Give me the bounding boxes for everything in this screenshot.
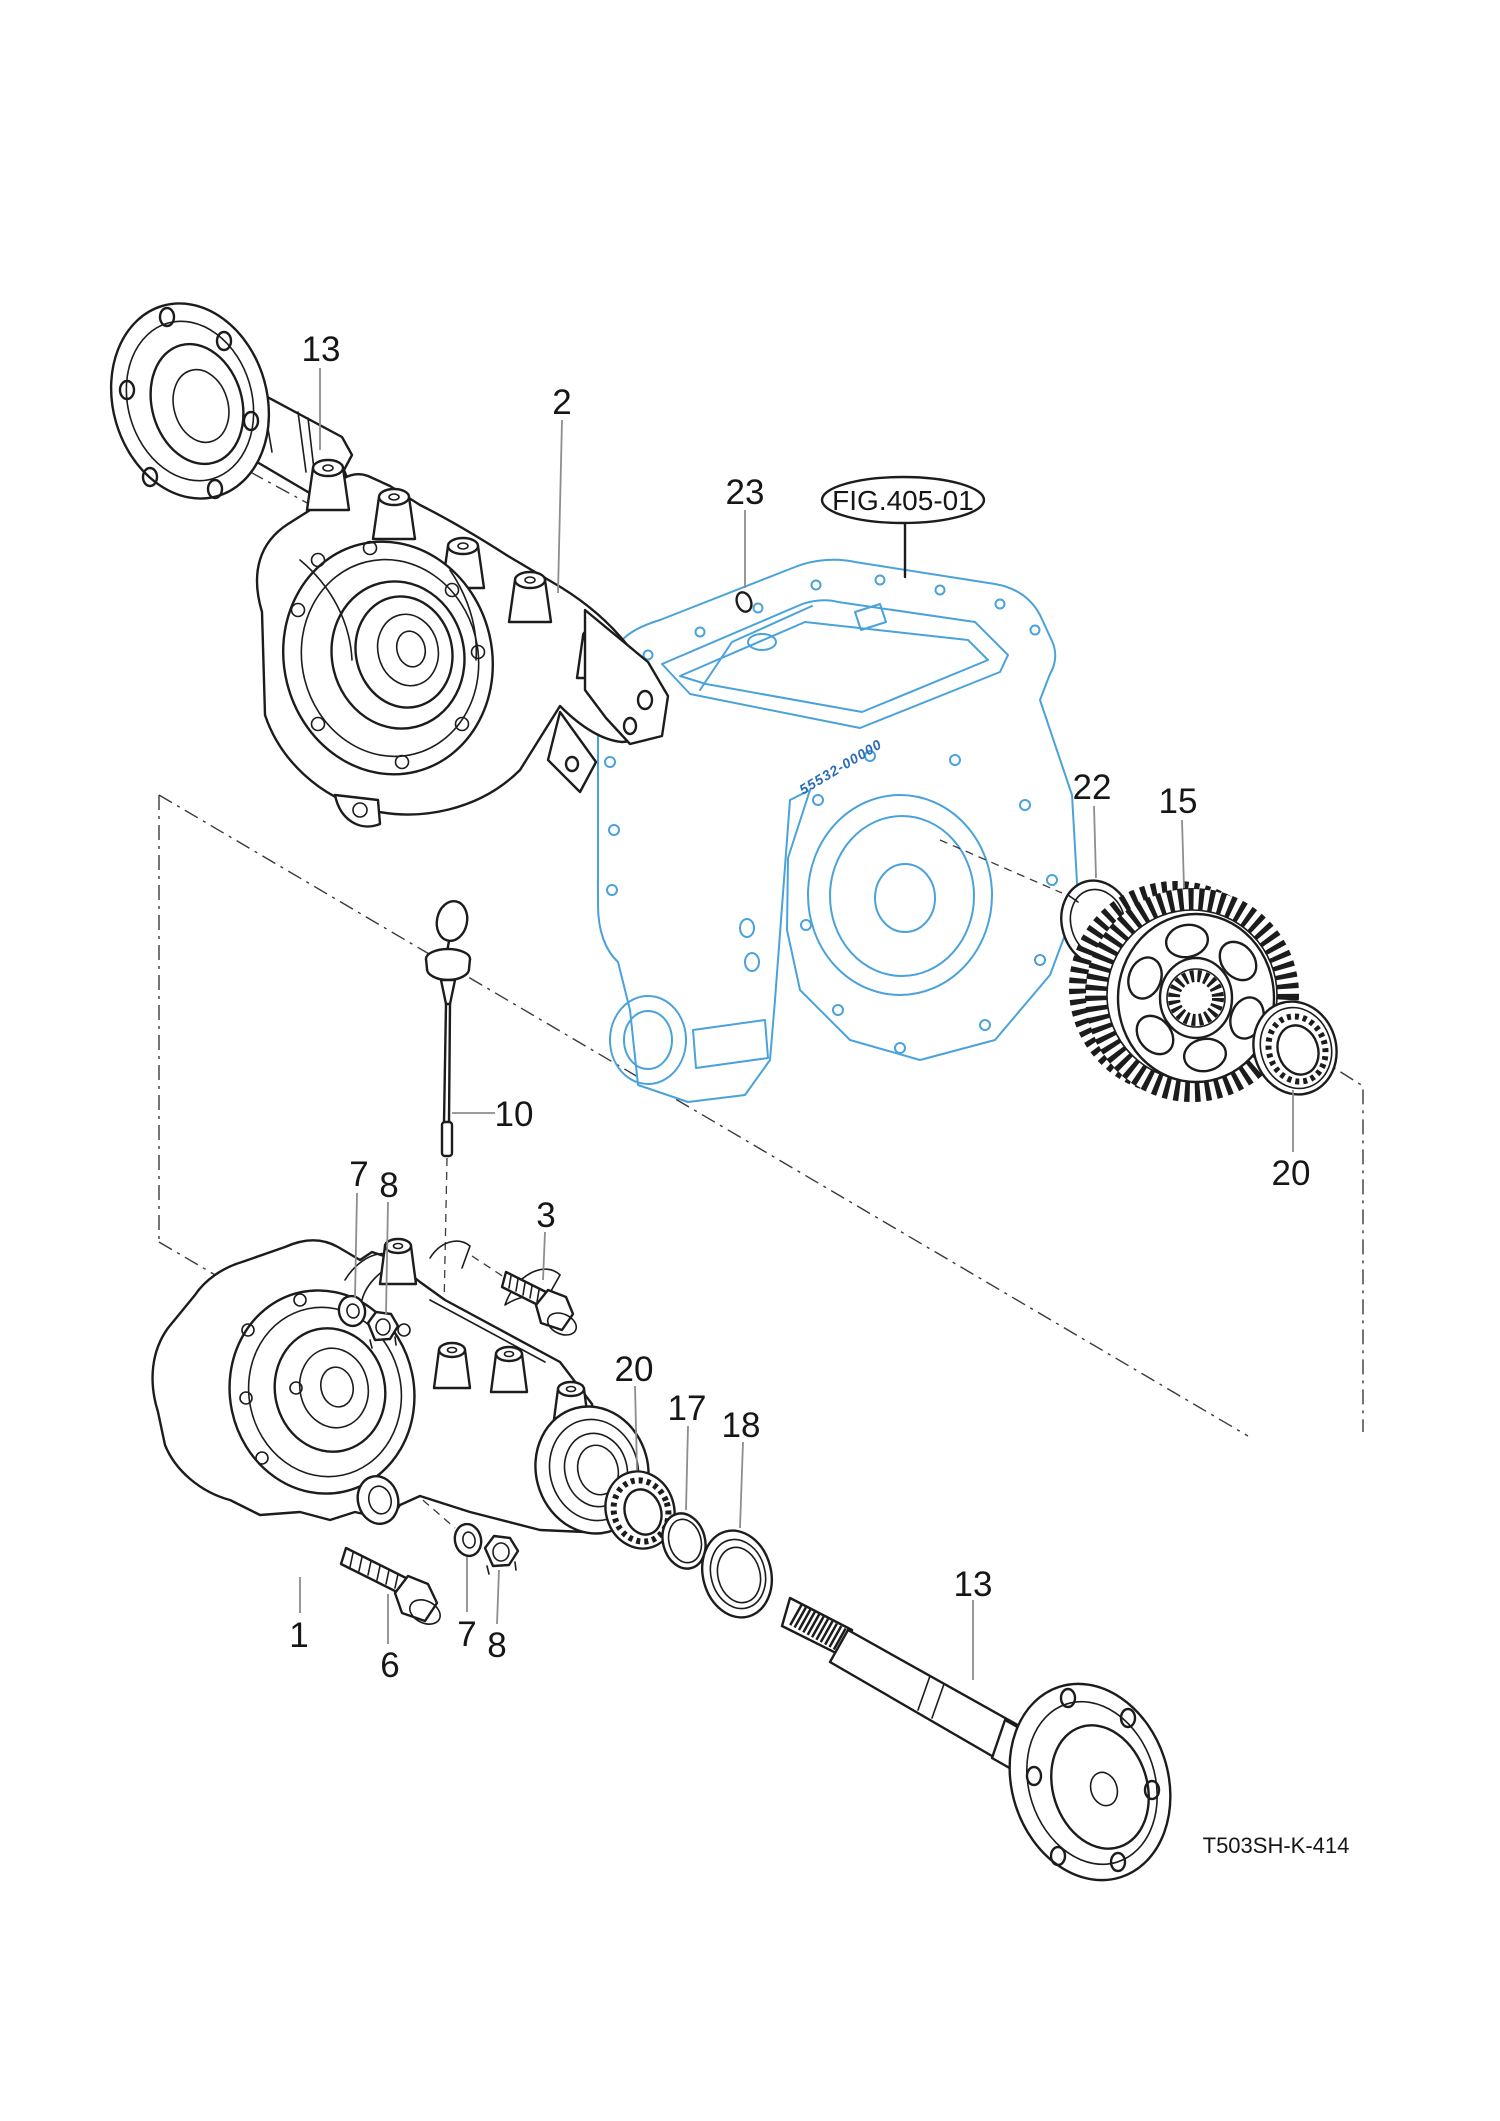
dipstick-taper bbox=[439, 978, 457, 1006]
callout-6: 6 bbox=[380, 1646, 399, 1685]
part-10-dipstick-drawing bbox=[424, 899, 472, 1158]
callout-18: 18 bbox=[722, 1406, 761, 1445]
hub-center bbox=[172, 368, 230, 444]
callout-8-bottom: 8 bbox=[487, 1626, 506, 1665]
callout-leader-lines bbox=[299, 368, 1294, 1680]
axle-case-foot bbox=[333, 793, 382, 828]
part-8-nut-bottom-drawing bbox=[483, 1534, 520, 1575]
callout-3: 3 bbox=[536, 1196, 555, 1235]
case-port-plate bbox=[692, 1019, 769, 1069]
dipstick-blade bbox=[442, 1002, 452, 1124]
gear-lightening-holes bbox=[1127, 923, 1265, 1073]
part-2-axle-case-drawing bbox=[255, 458, 670, 828]
axle-case-bolt-holes bbox=[239, 1293, 411, 1465]
case-top-boss bbox=[854, 603, 887, 631]
case-diff-bore-outer bbox=[807, 794, 993, 996]
transmission-case-reference-drawing: 55532-00000 bbox=[597, 558, 1079, 1103]
axle-flange-face bbox=[1050, 1724, 1150, 1850]
callout-8-top: 8 bbox=[379, 1166, 398, 1205]
zone-frame-right-edge bbox=[1314, 1055, 1364, 1432]
part-23-o-ring-drawing bbox=[735, 591, 753, 613]
case-flange-bolt-holes bbox=[800, 750, 1058, 1054]
hub-bolt-holes bbox=[118, 306, 260, 500]
callout-20-lower: 20 bbox=[615, 1350, 654, 1389]
axle-case-arm bbox=[583, 608, 670, 746]
figure-reference-label[interactable]: FIG.405-01 bbox=[832, 485, 974, 516]
callout-13-top: 13 bbox=[302, 330, 341, 369]
callout-7-bottom: 7 bbox=[457, 1615, 476, 1654]
part-13-top-axle-shaft-drawing bbox=[109, 302, 354, 507]
callout-22: 22 bbox=[1073, 768, 1112, 807]
case-top-opening-inner bbox=[679, 621, 989, 713]
case-front-boss-2 bbox=[744, 952, 760, 972]
callout-20-right: 20 bbox=[1272, 1154, 1311, 1193]
part-20-lower-bearing-drawing bbox=[604, 1470, 676, 1550]
part-7-washer-bottom-drawing bbox=[453, 1522, 483, 1558]
case-top-port bbox=[747, 633, 777, 651]
gear-spline-bore bbox=[1168, 970, 1224, 1026]
part-15-gear-drawing bbox=[1069, 881, 1299, 1102]
bolt-head bbox=[534, 1288, 575, 1332]
drawing-code: T503SH-K-414 bbox=[1203, 1833, 1350, 1858]
case-body bbox=[597, 558, 1079, 1103]
part-18-seal-drawing bbox=[701, 1529, 773, 1619]
callout-23: 23 bbox=[726, 473, 765, 512]
callout-13-bottom: 13 bbox=[954, 1565, 993, 1604]
axle-case-bore bbox=[376, 613, 440, 687]
axle-case-bolt-holes bbox=[290, 540, 486, 770]
callout-17: 17 bbox=[668, 1389, 707, 1428]
dipstick-loop bbox=[435, 899, 469, 943]
dipstick-axis-line bbox=[443, 1157, 448, 1309]
callout-1: 1 bbox=[289, 1616, 308, 1655]
part-17-ring-drawing bbox=[661, 1512, 707, 1570]
bolt-head bbox=[393, 1574, 439, 1623]
axle-case-web-2 bbox=[449, 569, 478, 661]
callout-2: 2 bbox=[552, 383, 571, 422]
case-left-bore-outer bbox=[609, 995, 687, 1085]
callout-10: 10 bbox=[495, 1095, 534, 1134]
case-top-opening bbox=[661, 599, 1009, 729]
callout-15: 15 bbox=[1159, 782, 1198, 821]
case-top-web bbox=[699, 605, 813, 691]
figure-reference[interactable]: FIG.405-01 bbox=[820, 475, 986, 579]
axle-flange-bolt-holes bbox=[1025, 1687, 1161, 1873]
figure-reference-oval[interactable] bbox=[820, 475, 986, 525]
dipstick-tip bbox=[440, 1120, 454, 1158]
part-7-washer-top-drawing bbox=[337, 1294, 367, 1328]
callout-labels: 13 2 23 22 15 20 10 7 8 3 20 17 18 13 1 … bbox=[289, 330, 1310, 1685]
part-6-bolt-drawing bbox=[339, 1546, 441, 1625]
part-3-bolt-drawing bbox=[500, 1270, 578, 1336]
part-13-bottom-axle-shaft-drawing bbox=[780, 1596, 1172, 1882]
case-front-boss-1 bbox=[739, 918, 755, 938]
case-diff-shaft-hole bbox=[874, 863, 936, 933]
axle-case-web-1 bbox=[299, 559, 353, 661]
part-8-nut-top-drawing bbox=[366, 1310, 400, 1349]
part-1-axle-case-drawing bbox=[151, 1237, 650, 1535]
callout-7-top: 7 bbox=[349, 1155, 368, 1194]
case-diff-bore-inner bbox=[829, 815, 975, 977]
part-20-right-bearing-drawing bbox=[1252, 1000, 1338, 1096]
case-left-bore-inner bbox=[623, 1010, 673, 1070]
zone-frame-top-edge bbox=[158, 794, 1249, 1437]
leader-bolt3 bbox=[471, 1255, 511, 1282]
axle-case-lower-arm bbox=[546, 710, 598, 794]
axle-case-small-bore bbox=[356, 1475, 400, 1525]
